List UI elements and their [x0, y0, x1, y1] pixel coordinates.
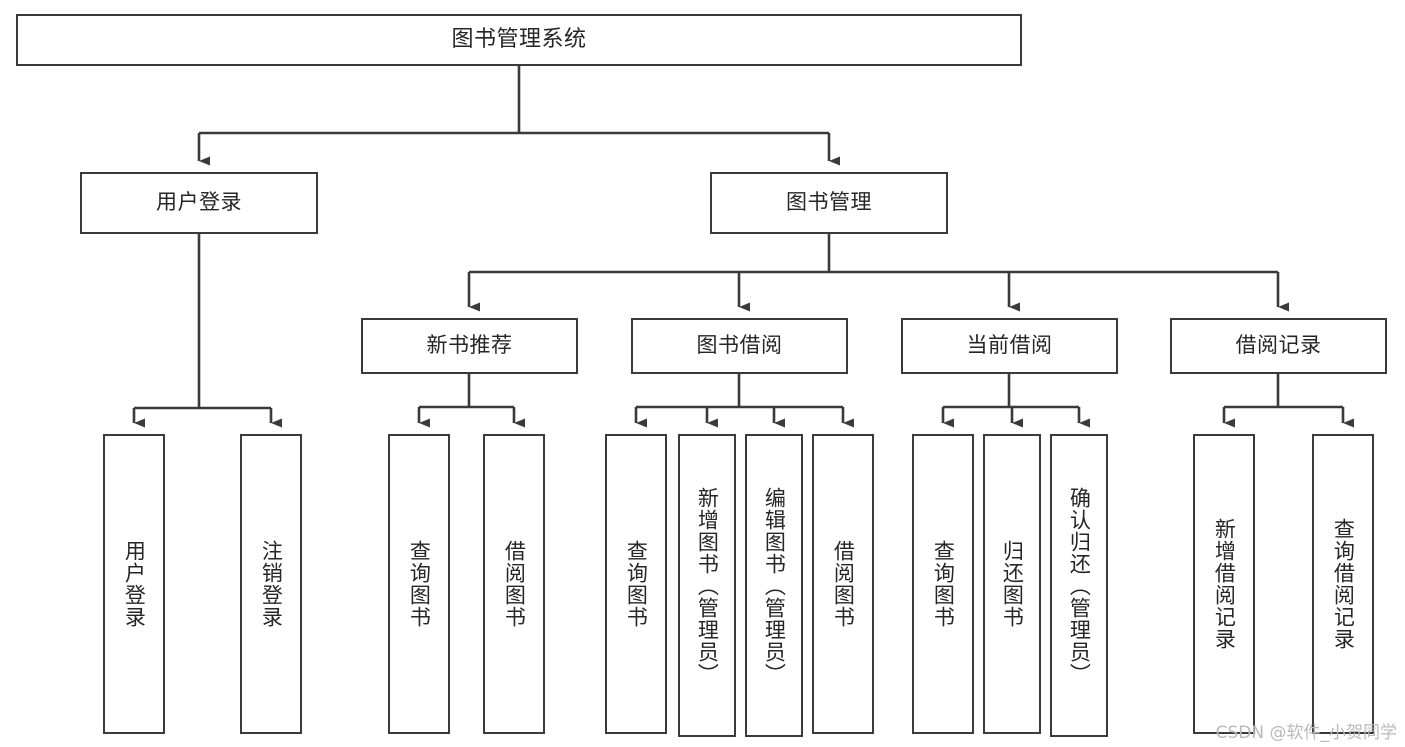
node-label: 查询图书	[407, 540, 432, 628]
node-leaf-add-borrow-record[interactable]: 新增借阅记录	[1193, 434, 1255, 734]
node-book-manage[interactable]: 图书管理	[710, 172, 948, 234]
node-label: 新增图书（管理员）	[695, 486, 720, 685]
node-label: 用户登录	[156, 190, 242, 215]
node-label: 查询图书	[624, 540, 649, 628]
node-label: 借阅图书	[831, 540, 856, 628]
node-borrow-record[interactable]: 借阅记录	[1170, 318, 1387, 374]
node-label: 用户登录	[122, 540, 147, 628]
node-leaf-query-book-1[interactable]: 查询图书	[388, 434, 450, 734]
node-leaf-borrow-book-2[interactable]: 借阅图书	[812, 434, 874, 734]
node-label: 查询借阅记录	[1331, 518, 1356, 650]
node-label: 确认归还（管理员）	[1067, 486, 1092, 685]
node-leaf-confirm-return[interactable]: 确认归还（管理员）	[1050, 434, 1108, 737]
node-leaf-edit-book[interactable]: 编辑图书（管理员）	[745, 434, 803, 737]
node-leaf-return-book[interactable]: 归还图书	[983, 434, 1041, 734]
node-leaf-user-logout[interactable]: 注销登录	[240, 434, 302, 734]
node-leaf-query-book-2[interactable]: 查询图书	[605, 434, 667, 734]
node-label: 图书管理	[786, 190, 872, 215]
node-new-book-recommend[interactable]: 新书推荐	[361, 318, 578, 374]
node-leaf-user-login[interactable]: 用户登录	[103, 434, 165, 734]
node-label: 注销登录	[259, 540, 284, 628]
node-label: 图书管理系统	[451, 26, 587, 52]
node-current-borrow[interactable]: 当前借阅	[901, 318, 1118, 374]
node-label: 编辑图书（管理员）	[762, 486, 787, 685]
node-leaf-borrow-book-1[interactable]: 借阅图书	[483, 434, 545, 734]
node-leaf-query-borrow-record[interactable]: 查询借阅记录	[1312, 434, 1374, 734]
connector-layer	[132, 66, 1354, 428]
node-leaf-add-book[interactable]: 新增图书（管理员）	[678, 434, 736, 737]
node-label: 借阅图书	[502, 540, 527, 628]
node-book-borrow[interactable]: 图书借阅	[631, 318, 848, 374]
node-leaf-query-book-3[interactable]: 查询图书	[912, 434, 974, 734]
node-label: 借阅记录	[1235, 333, 1322, 358]
node-label: 新书推荐	[426, 333, 513, 358]
node-label: 归还图书	[1000, 540, 1025, 628]
node-label: 当前借阅	[966, 333, 1053, 358]
node-label: 图书借阅	[696, 333, 783, 358]
node-label: 查询图书	[931, 540, 956, 628]
node-user-login[interactable]: 用户登录	[80, 172, 318, 234]
node-label: 新增借阅记录	[1212, 518, 1237, 650]
node-root-[interactable]: 图书管理系统	[16, 14, 1022, 66]
